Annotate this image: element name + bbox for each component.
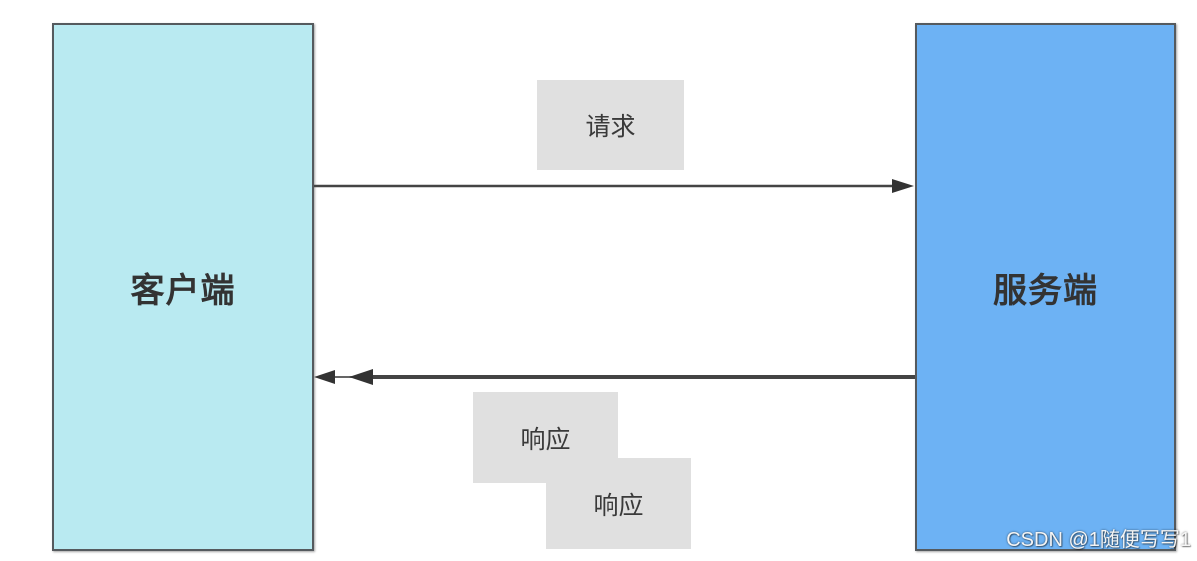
response-arrow: [314, 369, 915, 385]
arrowhead-icon: [314, 370, 335, 384]
client-node: 客户端: [52, 23, 314, 551]
arrowhead-icon: [892, 179, 914, 193]
response-label-duplicate: 响应: [546, 458, 691, 549]
request-arrow: [314, 179, 914, 193]
arrowhead-icon: [349, 369, 373, 385]
server-node: 服务端: [915, 23, 1176, 551]
watermark: CSDN @1随便写写1: [1006, 529, 1191, 551]
request-label: 请求: [537, 80, 684, 170]
client-label: 客户端: [130, 270, 236, 311]
server-label: 服务端: [993, 270, 1098, 311]
